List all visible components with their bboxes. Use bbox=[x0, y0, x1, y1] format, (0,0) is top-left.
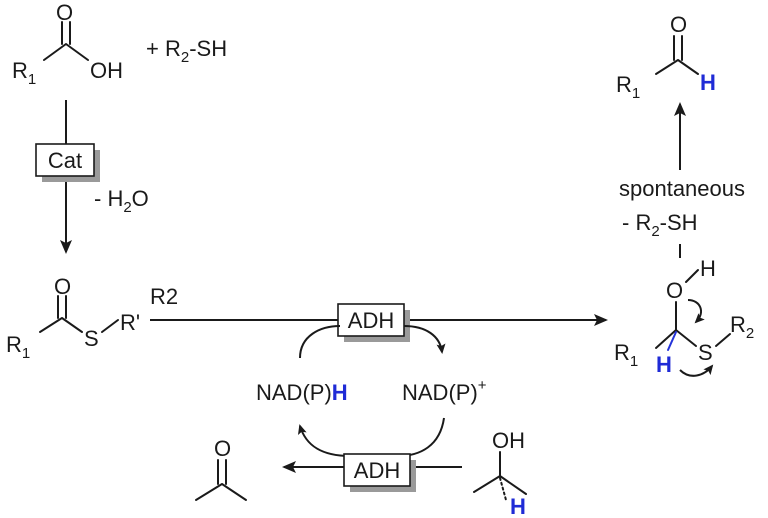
adh-bottom-label: ADH bbox=[354, 458, 400, 483]
thioester-carbonyl-o: O bbox=[54, 274, 71, 299]
nadph-consumption-curve bbox=[299, 325, 341, 359]
hemithioacetal-r1-label: R1 bbox=[614, 340, 638, 370]
electron-push-arrow-top bbox=[687, 299, 705, 324]
aldehyde-structure: O R1 H bbox=[616, 12, 716, 102]
spontaneous-label: spontaneous bbox=[619, 176, 745, 201]
cofactor-reduced-label: NAD(P)H bbox=[256, 380, 348, 405]
isopropanol-oh-label: OH bbox=[492, 428, 525, 453]
electron-push-arrow-bottom bbox=[679, 364, 714, 377]
thiol-loss-label: - R2-SH bbox=[622, 210, 698, 240]
r2-label: R2 bbox=[150, 284, 178, 309]
hemithioacetal-o-label: O bbox=[666, 278, 683, 303]
acid-carbonyl-o: O bbox=[56, 0, 73, 25]
water-loss-label: - H2O bbox=[94, 186, 149, 216]
adh-top-label: ADH bbox=[348, 308, 394, 333]
aldehyde-o-label: O bbox=[670, 12, 687, 37]
hemithioacetal-structure: O H R1 H S R2 bbox=[614, 256, 754, 377]
nadph-regeneration-arrow bbox=[297, 424, 351, 457]
hemithioacetal-r2-label: R2 bbox=[730, 312, 754, 342]
acid-oh-label: OH bbox=[90, 58, 123, 83]
nadp-formation-arrow bbox=[403, 325, 446, 354]
thioester-s-label: S bbox=[84, 326, 99, 351]
catalyst-box: Cat bbox=[35, 143, 100, 182]
isopropanol-h-label: H bbox=[510, 494, 526, 518]
acetone-structure: O bbox=[195, 436, 247, 501]
hemithioacetal-s-label: S bbox=[698, 340, 713, 365]
hemithioacetal-hydride-label: H bbox=[656, 352, 672, 377]
aldehyde-r1-label: R1 bbox=[616, 72, 640, 102]
thioester-r1-label: R1 bbox=[6, 332, 30, 362]
acetone-o-label: O bbox=[214, 436, 231, 461]
thiol-reagent-label: + R2-SH bbox=[146, 36, 227, 66]
thioester-structure: O R1 S R' bbox=[6, 274, 140, 362]
adh-box-bottom: ADH bbox=[343, 453, 416, 492]
hemithioacetal-oh-h-label: H bbox=[700, 256, 716, 281]
elimination-label-backdrop bbox=[608, 170, 760, 244]
catalyst-label: Cat bbox=[48, 148, 82, 173]
isopropanol-structure: OH H bbox=[473, 428, 527, 518]
adh-box-top: ADH bbox=[337, 303, 410, 342]
thioester-r-prime-label: R' bbox=[120, 310, 140, 335]
acid-r1-label: R1 bbox=[12, 58, 36, 88]
aldehyde-h-label: H bbox=[700, 70, 716, 95]
cofactor-oxidized-label: NAD(P)+ bbox=[402, 377, 487, 405]
carboxylic-acid-structure: O R1 OH bbox=[12, 0, 123, 88]
nadp-consumption-curve bbox=[397, 417, 445, 457]
